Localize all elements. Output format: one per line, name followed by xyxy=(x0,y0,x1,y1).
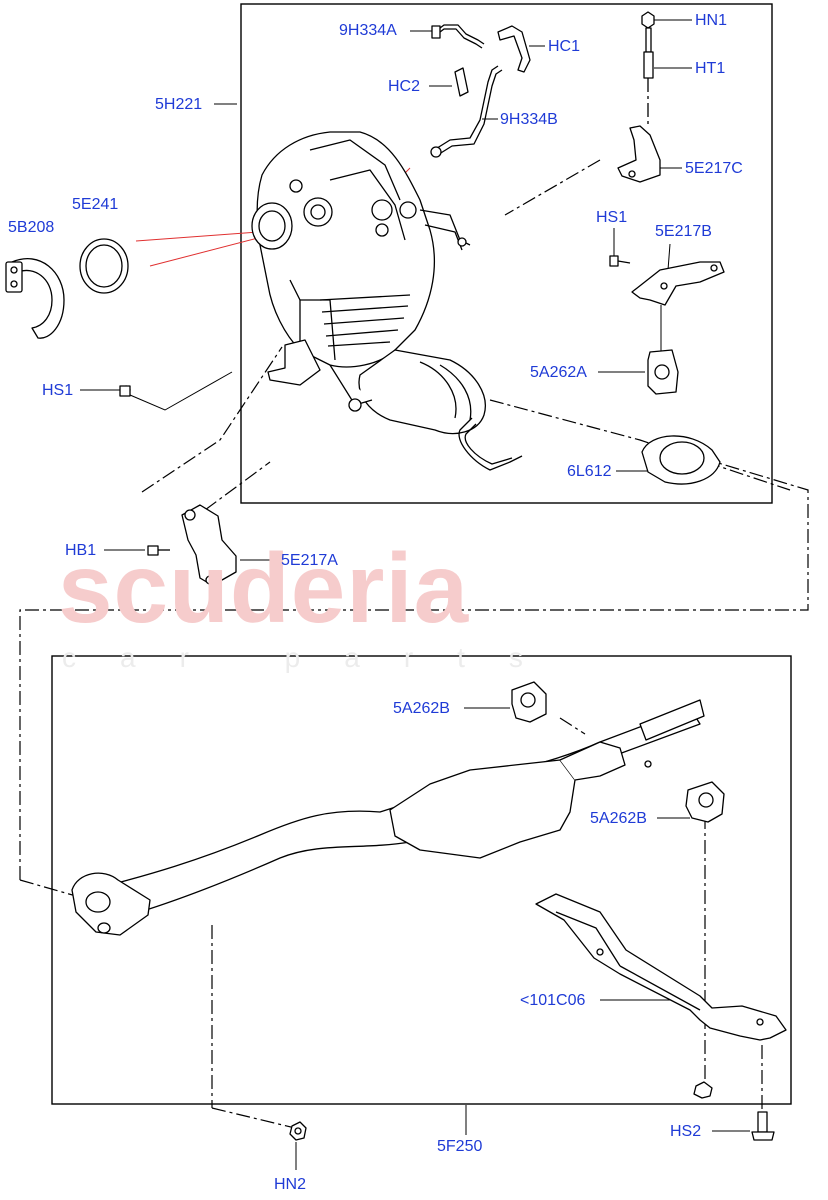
nut-lower xyxy=(693,1081,713,1099)
nut-hn2 xyxy=(289,1121,307,1141)
callout-101c06[interactable]: <101C06 xyxy=(520,992,586,1009)
v-band-clamp xyxy=(5,258,65,339)
callout-hb1[interactable]: HB1 xyxy=(65,542,97,559)
callout-ht1[interactable]: HT1 xyxy=(695,60,726,77)
callout-hc2[interactable]: HC2 xyxy=(388,78,421,95)
particulate-filter-assembly xyxy=(251,131,486,435)
clip-hc2 xyxy=(454,67,469,97)
isolator-5a262b-upper xyxy=(511,681,547,723)
bolt-hb1 xyxy=(147,545,170,556)
callout-5a262a[interactable]: 5A262A xyxy=(530,364,587,381)
callout-hs1-upper[interactable]: HS1 xyxy=(596,209,628,226)
callout-hs2[interactable]: HS2 xyxy=(670,1123,702,1140)
callout-5e217a[interactable]: 5E217A xyxy=(281,552,338,569)
callout-hn1[interactable]: HN1 xyxy=(695,12,728,29)
label-leader-lines xyxy=(80,19,750,1170)
callout-5h221[interactable]: 5H221 xyxy=(155,96,203,113)
callout-hc1[interactable]: HC1 xyxy=(548,38,581,55)
callout-9h334b[interactable]: 9H334B xyxy=(500,111,558,128)
upper-group-box xyxy=(240,3,773,504)
bracket-5e217a xyxy=(181,504,237,585)
callout-5f250[interactable]: 5F250 xyxy=(437,1138,483,1155)
bolt-hs1-lower xyxy=(119,385,131,397)
watermark-main: scuderia xyxy=(58,533,470,643)
stud-and-nut xyxy=(641,11,655,125)
exhaust-gasket xyxy=(79,238,129,294)
callout-5a262b-upper[interactable]: 5A262B xyxy=(393,700,450,717)
callout-hs1-lower[interactable]: HS1 xyxy=(42,382,74,399)
tailpipe-assembly-5f250 xyxy=(71,699,705,936)
dash-dot-connections xyxy=(19,159,809,1129)
callout-hn2[interactable]: HN2 xyxy=(274,1176,307,1193)
isolator-5a262b-lower xyxy=(685,781,725,823)
clip-hc1 xyxy=(497,25,531,73)
flange-gasket-6l612 xyxy=(641,435,721,485)
upper-tailpipe-section xyxy=(458,417,523,471)
sensor-pipe-b xyxy=(430,65,503,158)
callout-5e241[interactable]: 5E241 xyxy=(72,196,119,213)
parts-line-art xyxy=(5,11,787,1141)
crossmember-101c06 xyxy=(535,893,787,1041)
callout-6l612[interactable]: 6L612 xyxy=(567,463,612,480)
bracket-5e217c xyxy=(617,125,661,183)
callout-5e217b[interactable]: 5E217B xyxy=(655,223,712,240)
bracket-5e217b xyxy=(631,261,725,306)
lower-group-box xyxy=(51,655,792,1105)
bolt-hs2 xyxy=(751,1111,775,1141)
callout-5a262b-lower[interactable]: 5A262B xyxy=(590,810,647,827)
callout-5e217c[interactable]: 5E217C xyxy=(685,160,743,177)
isolator-5a262a xyxy=(647,349,679,395)
watermark-sub: car parts xyxy=(62,642,567,673)
sensor-pipe-a xyxy=(431,24,485,49)
callout-9h334a[interactable]: 9H334A xyxy=(339,22,397,39)
bolt-hs1-upper xyxy=(609,255,631,267)
callout-5b208[interactable]: 5B208 xyxy=(8,219,55,236)
